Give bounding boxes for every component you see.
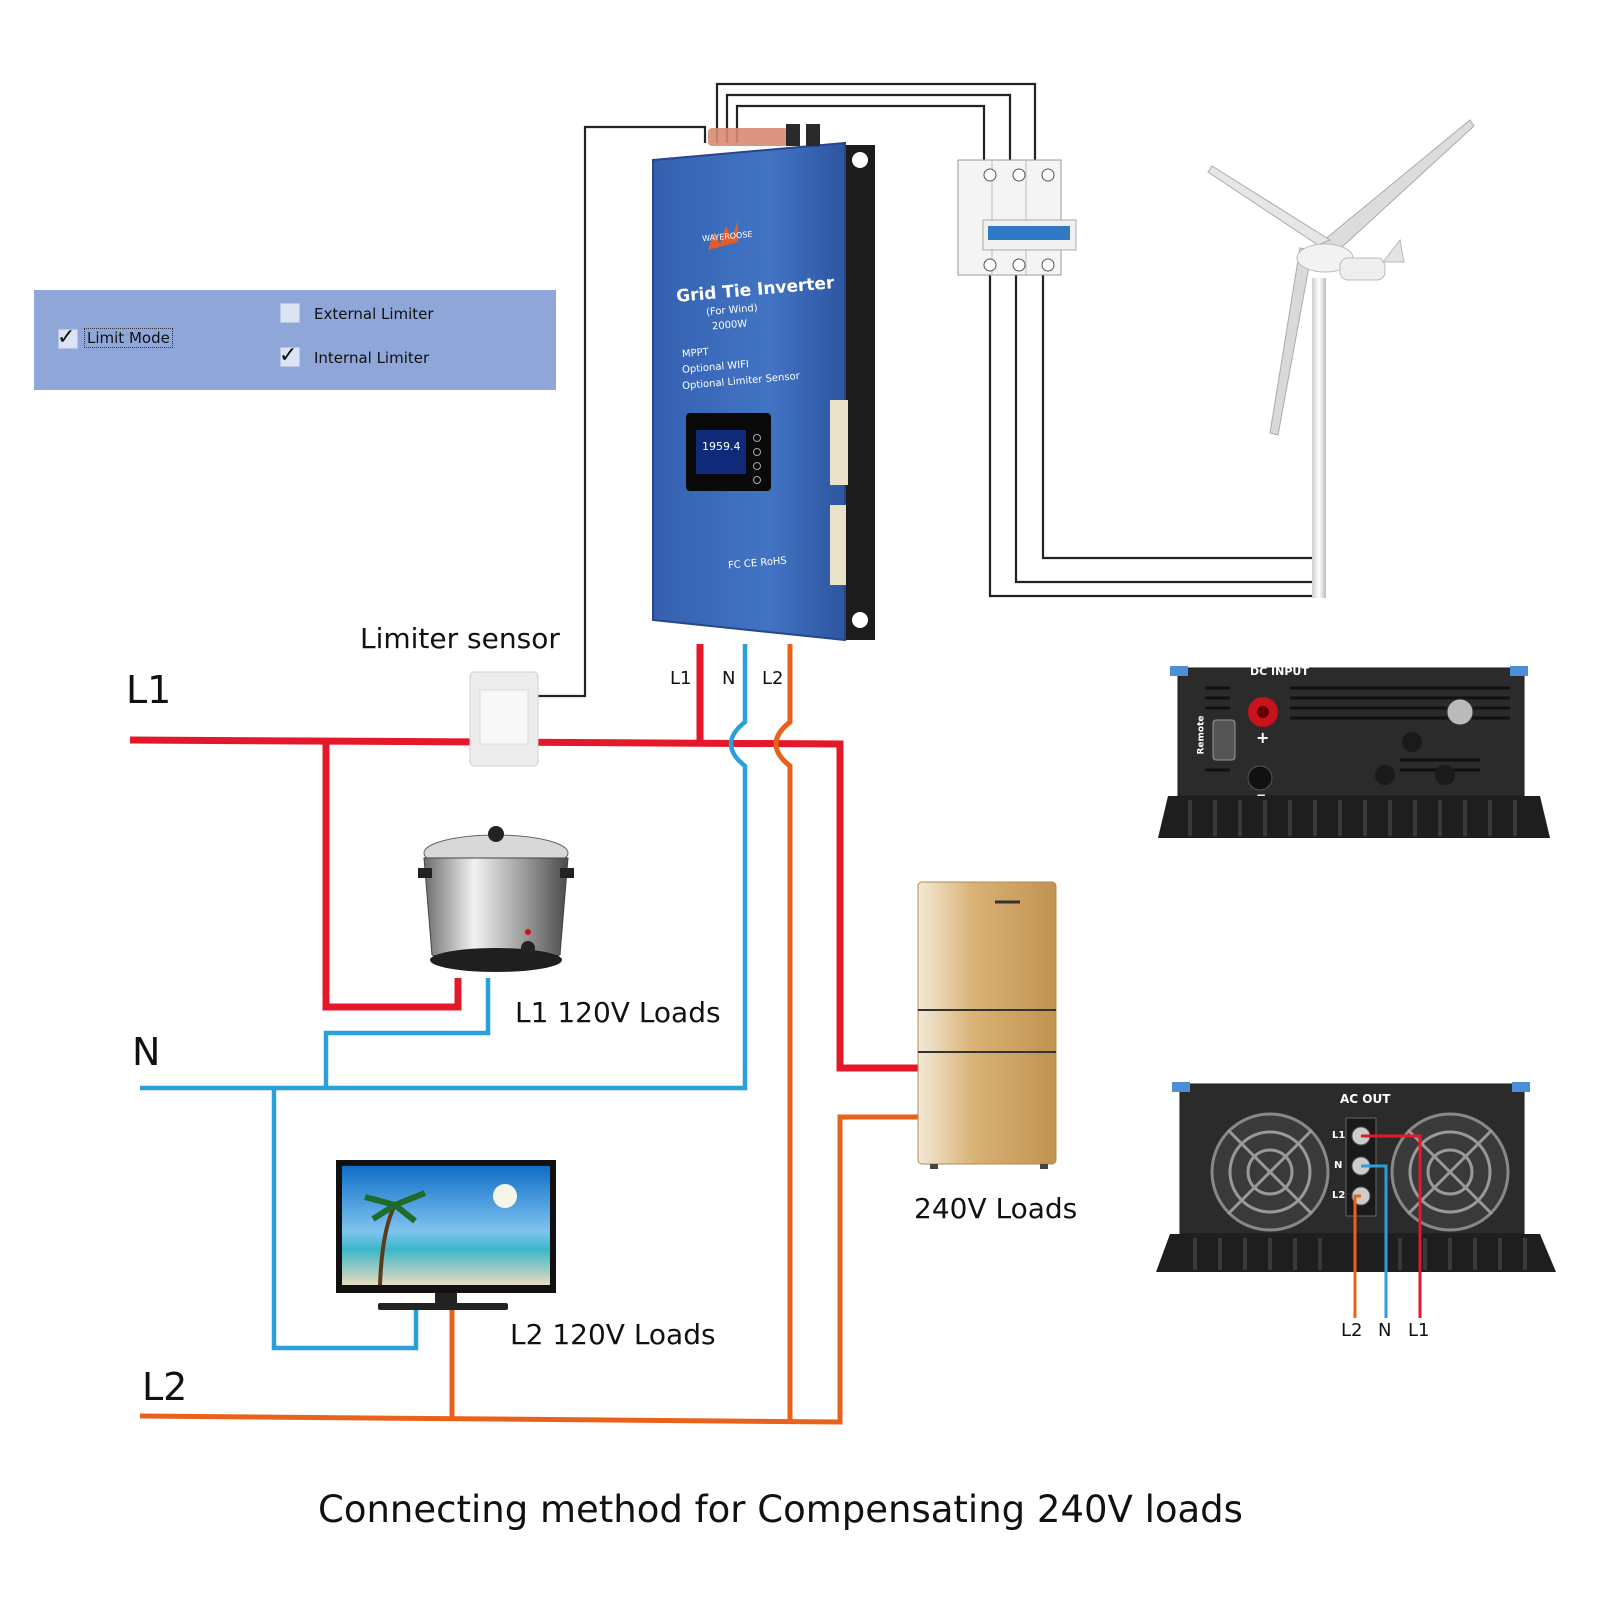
external-limiter-label: External Limiter — [314, 305, 434, 323]
external-limiter-checkbox[interactable] — [280, 303, 300, 323]
dc-breaker — [957, 159, 1077, 276]
slow-cooker — [418, 826, 574, 972]
dc-input-title: DC INPUT — [1250, 665, 1309, 678]
inverter-display-readout: 1959.4 — [702, 440, 741, 453]
terminal-n-label: N — [722, 668, 736, 689]
remote-label: Remote — [1196, 715, 1207, 755]
wind-turbine — [1207, 119, 1475, 598]
dc-wiring — [538, 82, 1318, 698]
refrigerator — [917, 881, 1057, 1169]
diagram-caption: Connecting method for Compensating 240V … — [318, 1488, 1243, 1531]
dc-minus-label: − — [1256, 788, 1267, 802]
dc-input-panel — [1158, 666, 1550, 838]
ac-out-title: AC OUT — [1340, 1092, 1391, 1106]
terminal-l2-label: L2 — [762, 668, 784, 689]
internal-limiter-label: Internal Limiter — [314, 349, 430, 367]
limiter-sensor — [469, 671, 539, 767]
l1-line-label: L1 — [126, 668, 172, 712]
240v-loads-label: 240V Loads — [914, 1192, 1078, 1225]
l2-loads-label: L2 120V Loads — [510, 1318, 716, 1351]
inverter-feature-1: MPPT — [681, 346, 710, 361]
ac-lead-n-label: N — [1378, 1320, 1392, 1341]
check-icon: ✓ — [57, 325, 76, 350]
limiter-sensor-label: Limiter sensor — [360, 622, 560, 655]
grid-tie-inverter — [652, 124, 875, 642]
limit-mode-checkbox[interactable] — [58, 329, 78, 349]
terminal-l1-label: L1 — [670, 668, 692, 689]
ac-terminal-l2: L2 — [1332, 1190, 1346, 1201]
ac-lead-l2-label: L2 — [1341, 1320, 1363, 1341]
ac-terminal-l1: L1 — [1332, 1130, 1346, 1141]
limit-settings-panel: ✓ Limit Mode External Limiter ✓ Internal… — [34, 290, 556, 390]
ac-lead-l1-label: L1 — [1408, 1320, 1430, 1341]
l2-wiring — [139, 644, 918, 1425]
n-line-label: N — [132, 1030, 161, 1074]
ac-output-panel — [1156, 1082, 1556, 1318]
check-icon: ✓ — [279, 343, 298, 368]
ac-terminal-n: N — [1334, 1160, 1343, 1171]
television — [336, 1160, 556, 1310]
limit-mode-label: Limit Mode — [84, 328, 173, 348]
l1-loads-label: L1 120V Loads — [515, 996, 721, 1029]
internal-limiter-checkbox[interactable] — [280, 347, 300, 367]
l2-line-label: L2 — [142, 1365, 188, 1409]
n-wiring — [140, 644, 748, 1351]
dc-plus-label: + — [1256, 728, 1270, 747]
